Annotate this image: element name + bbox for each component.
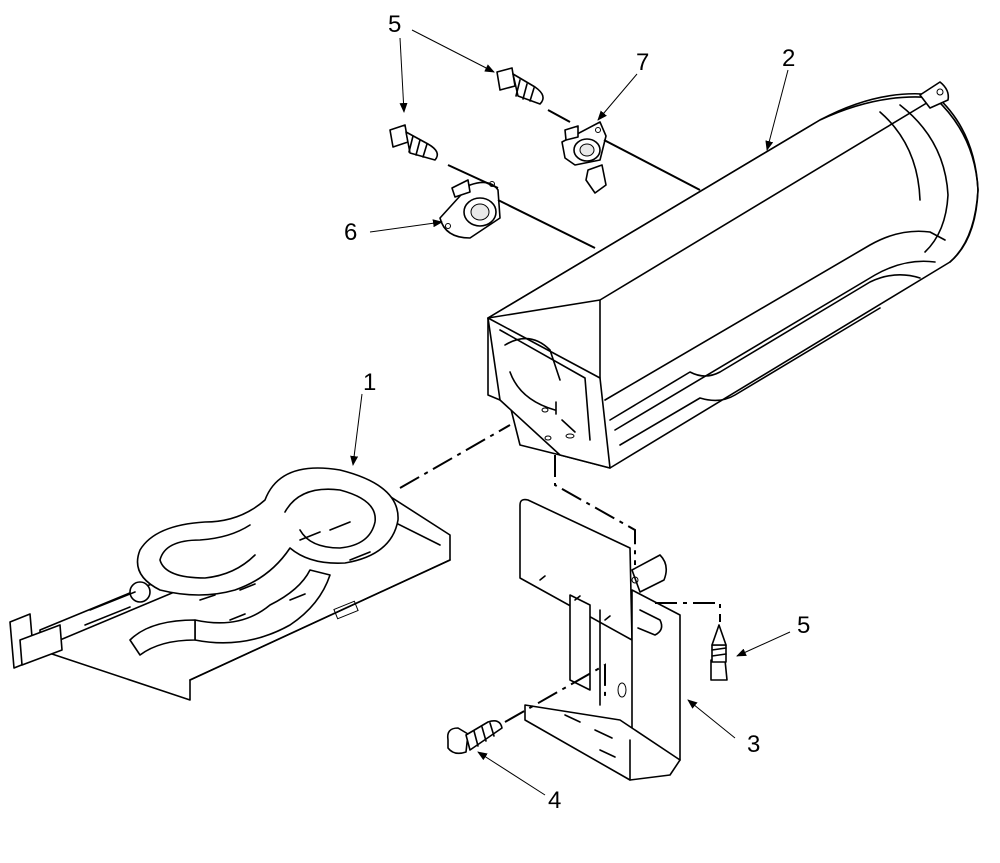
heater-housing [487, 81, 979, 469]
bracket [519, 498, 681, 781]
thermostat [439, 179, 501, 239]
callout-bracket: 3 [747, 731, 760, 758]
guide-lines [399, 109, 721, 723]
callout-heater-element: 1 [363, 369, 376, 396]
screw-top-right [496, 67, 544, 105]
thermal-fuse [561, 121, 607, 194]
callout-heater-housing: 2 [782, 45, 795, 72]
callout-screw-top-left: 5 [388, 11, 401, 38]
heater-element [9, 467, 451, 701]
callout-thermal-fuse: 7 [636, 49, 649, 76]
screw-bracket [446, 720, 503, 755]
callout-thermostat: 6 [344, 219, 357, 246]
leader-lines [350, 29, 791, 796]
screw-top-left [389, 124, 439, 161]
callout-screw-bracket: 4 [548, 787, 561, 814]
screw-right [710, 624, 728, 681]
callout-screw-right: 5 [797, 612, 810, 639]
